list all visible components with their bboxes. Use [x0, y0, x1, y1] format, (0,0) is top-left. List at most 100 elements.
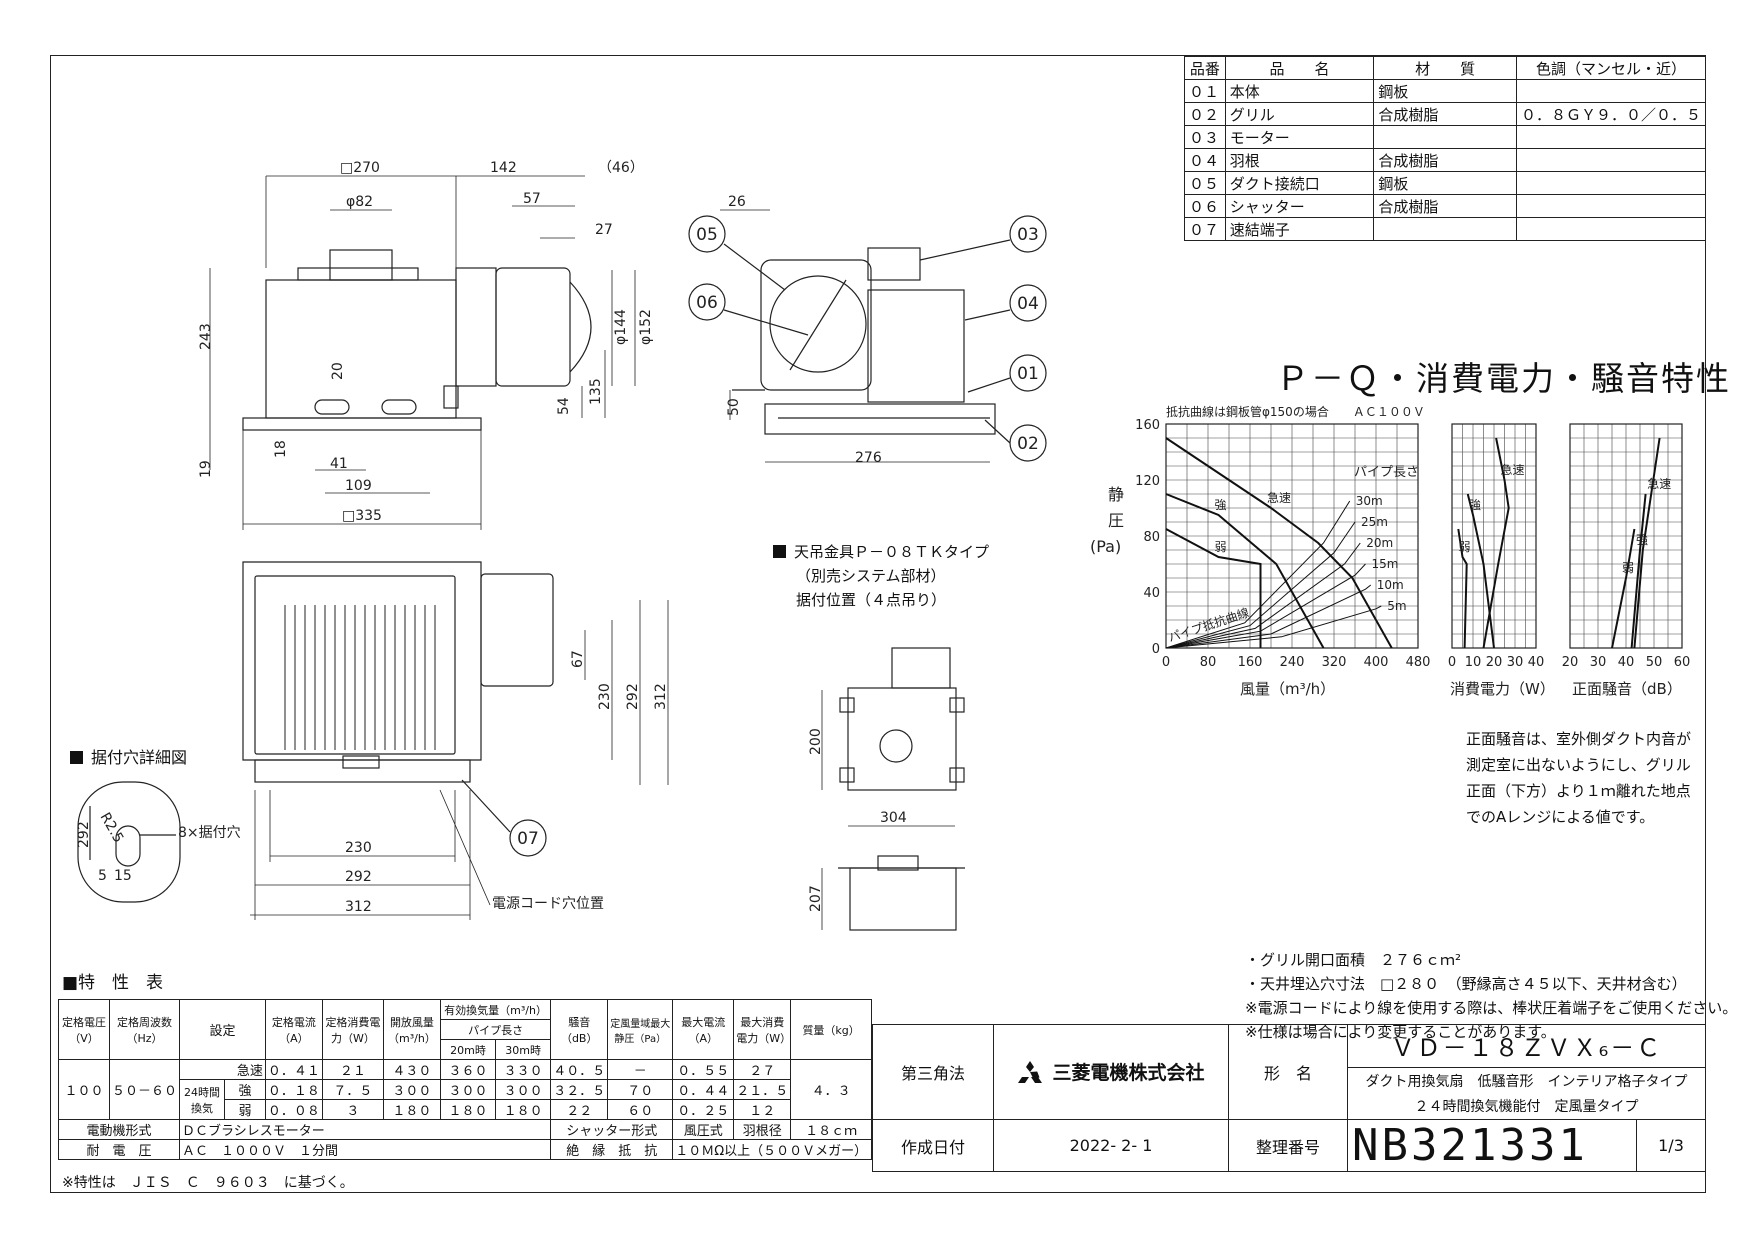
spec-cell: ０．１８: [264, 1079, 323, 1100]
spec-cell: ３００: [382, 1079, 441, 1100]
mount-line: 天吊金具Ｐ－０８ＴＫタイプ: [773, 540, 989, 564]
spec-cell: ２１: [321, 1059, 384, 1080]
company-name: 三菱電機株式会社: [1052, 1061, 1205, 1084]
spec-insulation-label: 絶 縁 抵 抗: [550, 1139, 674, 1160]
number-label: 整理番号: [1228, 1119, 1348, 1172]
h-mass: 質量（kg）: [790, 999, 872, 1060]
spec-cell: －: [607, 1059, 674, 1080]
note-line: ※電源コードにより線を使用する際は、棒状圧着端子をご使用ください。: [1245, 999, 1738, 1017]
bottom-view-dims: [250, 600, 669, 920]
h-setting: 設定: [179, 999, 266, 1060]
dim-label: 276: [855, 450, 882, 466]
part-material: 合成樹脂: [1373, 194, 1517, 218]
hole-dim: 15: [114, 868, 132, 884]
dim-label: 304: [880, 810, 907, 826]
h-power: 定格消費電力（W）: [321, 999, 384, 1060]
hole-dim: 5: [98, 868, 107, 884]
dim-label: 50: [726, 398, 742, 416]
hole-label: 8×据付穴: [178, 825, 241, 841]
spec-cell: ０．２５: [672, 1099, 735, 1120]
date-value: 2022- 2- 1: [993, 1119, 1229, 1172]
header-part-name: 品 名: [1224, 56, 1375, 80]
dim-label: （46）: [598, 160, 644, 176]
h-maxc: 最大電流（A）: [672, 999, 735, 1060]
side-view: [732, 247, 996, 435]
spec-cell: ３: [321, 1099, 384, 1120]
spec-motor-label: 電動機形式: [57, 1119, 181, 1140]
part-name: 速結端子: [1224, 217, 1375, 241]
title-block: 第三角法 三菱電機株式会社 形 名 ＶＤ－１８ＺＶＸ₆－Ｃ ダクト用換気扇 低騒…: [872, 1024, 1706, 1172]
dim-label: 312: [653, 683, 669, 710]
spec-title: ■特 性 表: [62, 973, 164, 993]
model-number: ＶＤ－１８ＺＶＸ₆－Ｃ: [1347, 1024, 1706, 1068]
cord-label: 電源コード穴位置: [492, 896, 604, 912]
spec-cell: ６０: [607, 1099, 674, 1120]
spec-voltage: １００: [58, 1059, 110, 1120]
spec-cell: １８０: [495, 1099, 552, 1120]
part-label: 02: [1017, 434, 1039, 454]
part-label: 06: [696, 293, 718, 313]
part-no: ０４: [1184, 148, 1226, 172]
square-bullet-icon: [70, 751, 83, 764]
part-color: [1515, 79, 1707, 103]
h-effective: 有効換気量（m³/h）: [439, 999, 552, 1020]
spec-cell: ４０．５: [550, 1059, 609, 1080]
spec-cell: ３００: [439, 1079, 497, 1100]
hole-detail: [77, 781, 181, 903]
dim-label: 243: [198, 323, 214, 350]
dim-label: 57: [523, 191, 541, 207]
h-30m: 30m時: [495, 1039, 552, 1060]
date-label: 作成日付: [872, 1119, 994, 1172]
model-desc-1: ダクト用換気扇 低騒音形 インテリア格子タイプ: [1347, 1067, 1706, 1094]
spec-cell: ２２: [550, 1099, 609, 1120]
dim-label: 27: [595, 222, 613, 238]
spec-cell: ２１．５: [733, 1079, 792, 1100]
spec-cell: ３３０: [495, 1059, 552, 1080]
part-label: 07: [517, 829, 539, 849]
bottom-view: [242, 561, 554, 783]
h-maxp: 最大消費電力（W）: [733, 999, 792, 1060]
dim-label: φ82: [346, 194, 373, 210]
dim-label: □270: [340, 160, 380, 176]
spec-motor-value: ＤＣブラシレスモーター: [179, 1119, 552, 1140]
part-name: モーター: [1224, 125, 1375, 149]
dim-label: 142: [490, 160, 517, 176]
part-name: シャッター: [1224, 194, 1375, 218]
spec-cell: １８０: [382, 1099, 441, 1120]
dim-label: 109: [345, 478, 372, 494]
spec-insulation-value: １０ＭΩ以上（５００Ｖメガー）: [672, 1139, 872, 1160]
spec-withstand-label: 耐 電 圧: [57, 1139, 181, 1160]
front-view: [242, 249, 592, 431]
spec-cell: ０．０８: [264, 1099, 323, 1120]
spec-blade-value: １８ｃｍ: [790, 1119, 872, 1140]
note-line: ・天井埋込穴寸法 □２８０ （野縁高さ４５以下、天井材含む）: [1245, 975, 1687, 993]
part-label: 04: [1017, 294, 1039, 314]
spec-cell: １２: [733, 1099, 792, 1120]
spec-cell: ０．４４: [672, 1079, 735, 1100]
dim-label: 312: [345, 899, 372, 915]
part-balloons: [461, 215, 1047, 857]
spec-mode: 弱: [224, 1099, 266, 1120]
h-current: 定格電流（A）: [264, 999, 323, 1060]
mount-line: 据付位置（４点吊り）: [796, 591, 947, 609]
dim-label: 292: [625, 683, 641, 710]
pq-caption: 正面騒音は、室外側ダクト内音が 測定室に出ないようにし、グリル 正面（下方）より…: [1466, 726, 1691, 830]
spec-mass: ４．３: [790, 1059, 872, 1120]
mount-line: （別売システム部材）: [796, 567, 946, 585]
part-name: グリル: [1224, 102, 1375, 126]
drawing-frame: [50, 55, 1706, 1193]
dim-label: 19: [198, 460, 214, 478]
dim-label: φ152: [638, 309, 654, 345]
side-view-dims: [720, 209, 990, 463]
dim-label: φ144: [613, 309, 629, 345]
hole-detail-title: 据付穴詳細図: [70, 744, 187, 768]
pq-title: Ｐ－Ｑ・消費電力・騒音特性: [1276, 359, 1731, 398]
spec-cell: １８０: [439, 1099, 497, 1120]
h-open: 開放風量（m³/h）: [382, 999, 441, 1060]
part-balloon-labels: 05 06 03 04 01 02 07: [517, 225, 1039, 849]
spec-cell: ３００: [495, 1079, 552, 1100]
